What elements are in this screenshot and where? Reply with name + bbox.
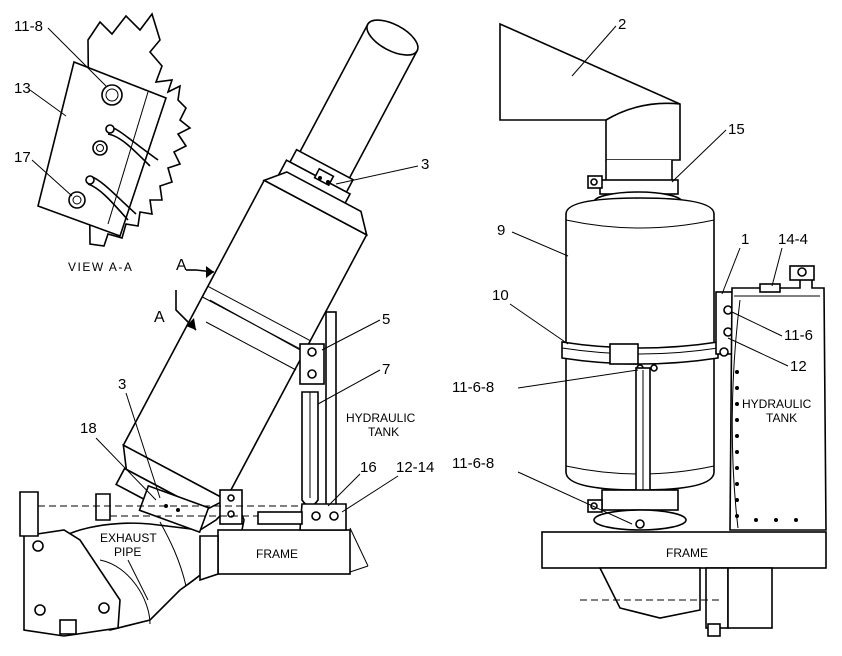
section-a-upper: A bbox=[176, 257, 187, 274]
right-side-view bbox=[499, 22, 827, 637]
left-view-callouts: 3 A A 5 7 HYDRAULIC TANK 3 18 16 12-14 E… bbox=[80, 156, 434, 601]
view-aa-label: VIEW A-A bbox=[68, 260, 133, 274]
view-aa-detail bbox=[37, 12, 192, 247]
hydraulic-tank-label-left-2: TANK bbox=[368, 425, 399, 439]
left-side-view bbox=[19, 19, 419, 637]
callout-12-14: 12-14 bbox=[396, 459, 434, 476]
exhaust-pipe-label-1: EXHAUST bbox=[100, 531, 157, 545]
callout-16: 16 bbox=[360, 459, 377, 476]
section-a-lower: A bbox=[154, 309, 165, 326]
muffler-right bbox=[561, 197, 719, 491]
tail-pipe-right bbox=[499, 22, 681, 161]
callout-3-bottom: 3 bbox=[118, 376, 126, 393]
callout-12: 12 bbox=[790, 358, 807, 375]
callout-17: 17 bbox=[14, 149, 31, 166]
callout-14-4: 14-4 bbox=[778, 231, 808, 248]
callout-9: 9 bbox=[497, 222, 505, 239]
callout-18: 18 bbox=[80, 420, 97, 437]
hydraulic-tank-label-right-2: TANK bbox=[766, 411, 797, 425]
view-aa-callouts: 11-8 13 17 VIEW A-A bbox=[14, 18, 133, 274]
callout-3-top: 3 bbox=[421, 156, 429, 173]
callout-10: 10 bbox=[492, 287, 509, 304]
exhaust-pipe-label-2: PIPE bbox=[114, 545, 141, 559]
hydraulic-tank-label-right-1: HYDRAULIC bbox=[742, 397, 812, 411]
callout-11-6: 11-6 bbox=[784, 327, 813, 344]
hydraulic-tank-right bbox=[729, 275, 827, 531]
callout-11-6-8-lower: 11-6-8 bbox=[452, 455, 494, 472]
right-view-callouts: 2 15 9 1 14-4 10 11-6 12 11-6-8 11-6-8 H… bbox=[452, 16, 813, 560]
callout-1: 1 bbox=[741, 231, 749, 248]
frame-rail-left bbox=[217, 529, 351, 575]
callout-5: 5 bbox=[382, 311, 390, 328]
frame-label-left: FRAME bbox=[256, 547, 298, 561]
callout-7: 7 bbox=[382, 361, 390, 378]
callout-11-6-8-upper: 11-6-8 bbox=[452, 379, 494, 396]
callout-2: 2 bbox=[618, 16, 626, 33]
callout-13: 13 bbox=[14, 80, 31, 97]
frame-rail-right bbox=[541, 531, 827, 569]
callout-15: 15 bbox=[728, 121, 745, 138]
hydraulic-tank-label-left-1: HYDRAULIC bbox=[346, 411, 416, 425]
frame-label-right: FRAME bbox=[666, 546, 708, 560]
callout-11-8: 11-8 bbox=[14, 18, 43, 35]
